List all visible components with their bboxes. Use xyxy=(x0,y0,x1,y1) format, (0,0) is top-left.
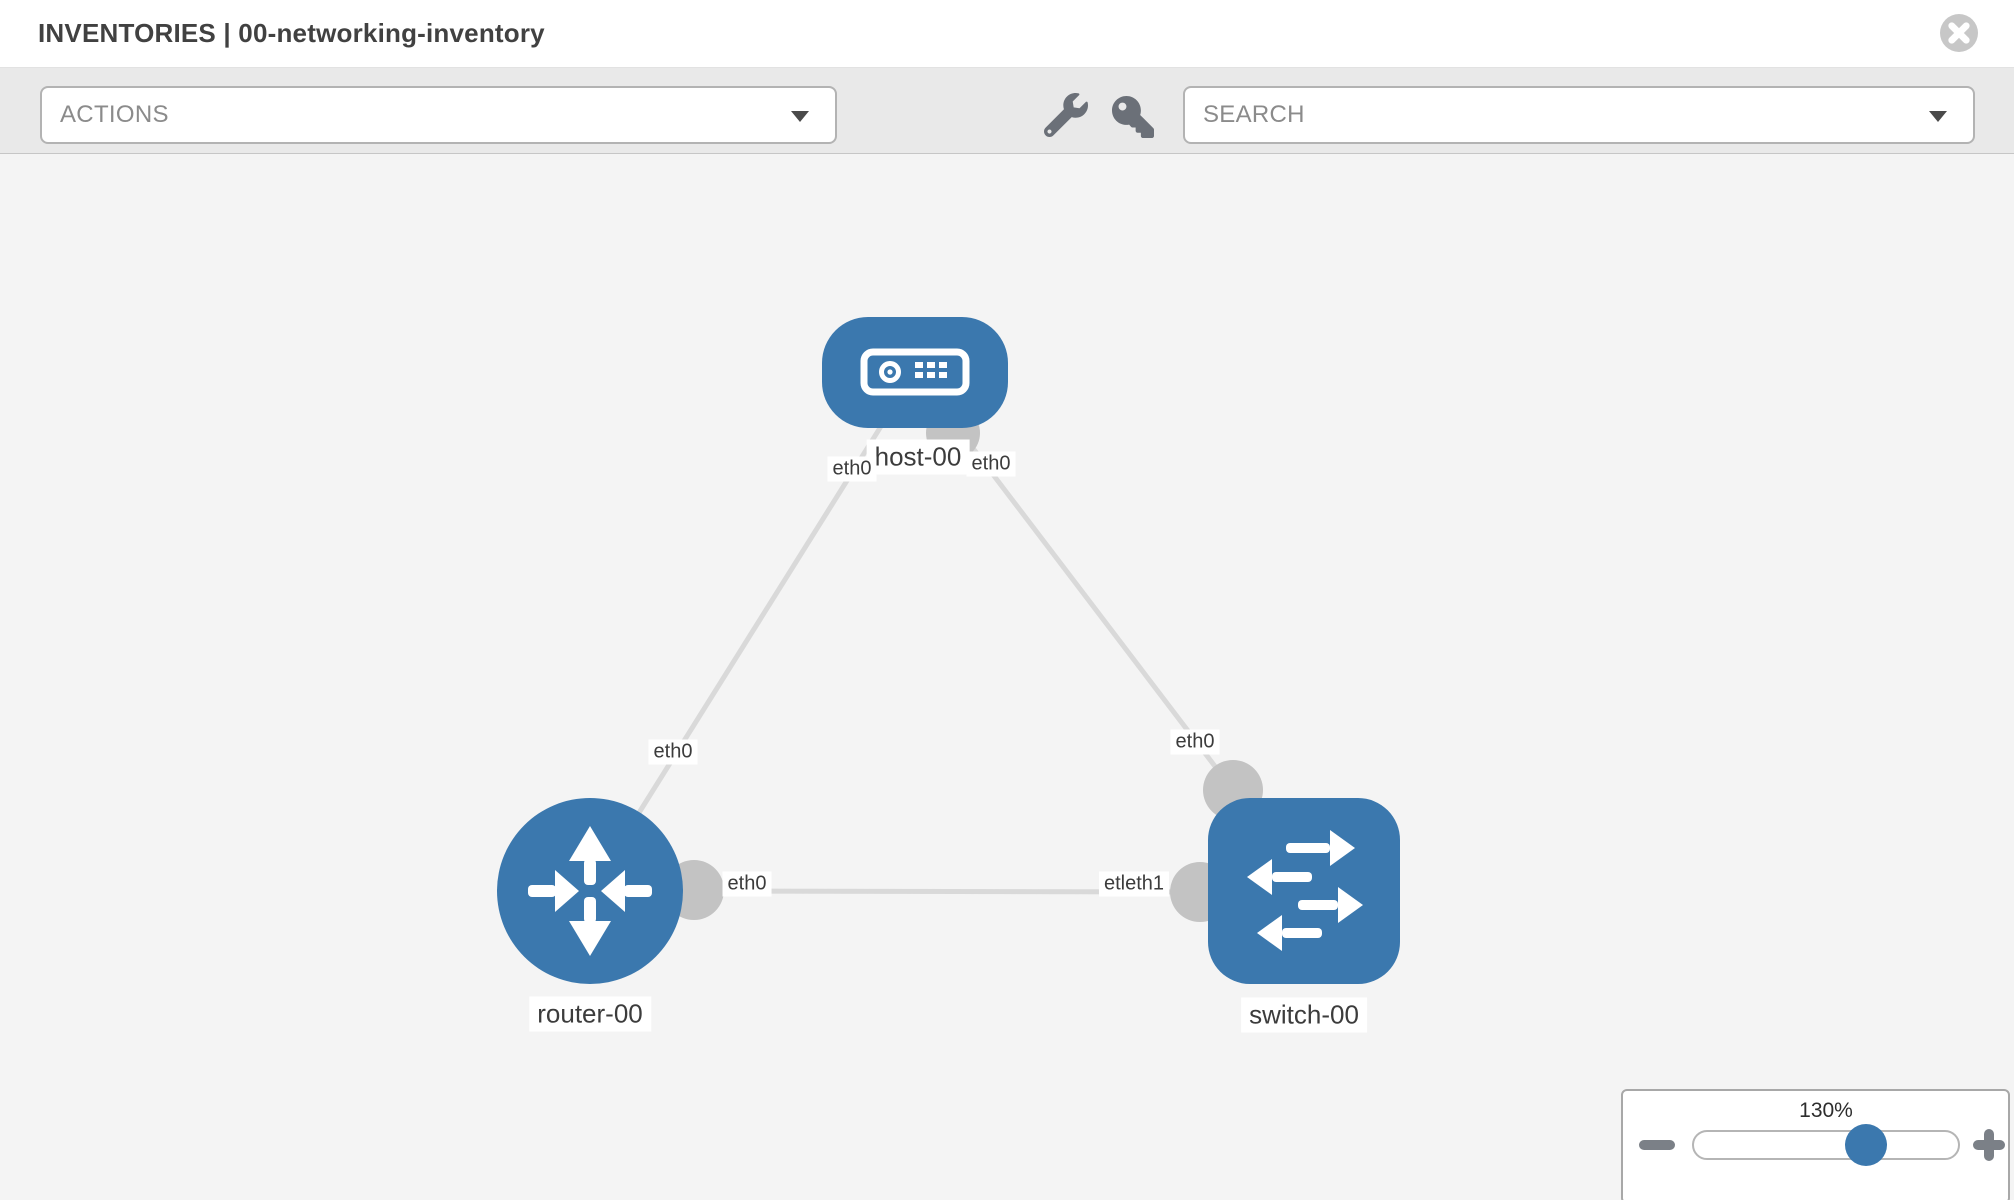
wrench-icon xyxy=(1044,93,1088,137)
router-arrows-icon xyxy=(528,826,652,956)
interface-label: eth0 xyxy=(1170,729,1220,755)
search-dropdown[interactable]: SEARCH xyxy=(1183,86,1975,144)
interface-label: etleth1 xyxy=(1098,871,1170,897)
zoom-out-button[interactable] xyxy=(1639,1140,1675,1150)
zoom-slider-track[interactable] xyxy=(1692,1124,1960,1166)
search-dropdown-label: SEARCH xyxy=(1203,101,1305,128)
actions-dropdown[interactable]: ACTIONS xyxy=(40,86,837,144)
toolbar: ACTIONS SEARCH xyxy=(0,67,2014,154)
port-circles xyxy=(664,406,1263,922)
node-label-router[interactable]: router-00 xyxy=(529,996,651,1032)
configure-button[interactable] xyxy=(1044,93,1088,137)
header: INVENTORIES | 00-networking-inventory xyxy=(0,0,2014,67)
zoom-slider-thumb[interactable] xyxy=(1845,1124,1887,1166)
actions-dropdown-label: ACTIONS xyxy=(60,101,169,128)
key-icon xyxy=(1112,96,1154,138)
zoom-in-button[interactable] xyxy=(1973,1129,2005,1161)
chevron-down-icon xyxy=(791,111,809,122)
close-button[interactable] xyxy=(1940,14,1978,52)
credentials-button[interactable] xyxy=(1112,96,1154,138)
router-node[interactable] xyxy=(497,798,683,984)
node-label-switch[interactable]: switch-00 xyxy=(1241,997,1367,1033)
plus-icon xyxy=(1984,1129,1994,1161)
zoom-panel: 130% xyxy=(1621,1089,2010,1200)
zoom-level-value: 130% xyxy=(1799,1099,1853,1122)
interface-label: eth0 xyxy=(722,871,772,897)
circle-x-icon xyxy=(1940,14,1978,52)
host-node[interactable] xyxy=(822,317,1008,428)
page-title: INVENTORIES | 00-networking-inventory xyxy=(38,18,545,48)
interface-label: eth0 xyxy=(827,456,877,482)
chevron-down-icon xyxy=(1929,111,1947,122)
topology-canvas[interactable]: host-00 router-00 switch-00 eth0 eth0 et… xyxy=(0,154,2014,1200)
node-label-host[interactable]: host-00 xyxy=(866,439,970,475)
server-icon xyxy=(860,348,970,396)
switch-arrows-icon xyxy=(1247,830,1363,951)
switch-node[interactable] xyxy=(1208,798,1400,984)
topology-graph xyxy=(497,317,1400,984)
interface-label: eth0 xyxy=(648,739,698,765)
interface-label: eth0 xyxy=(966,451,1016,477)
